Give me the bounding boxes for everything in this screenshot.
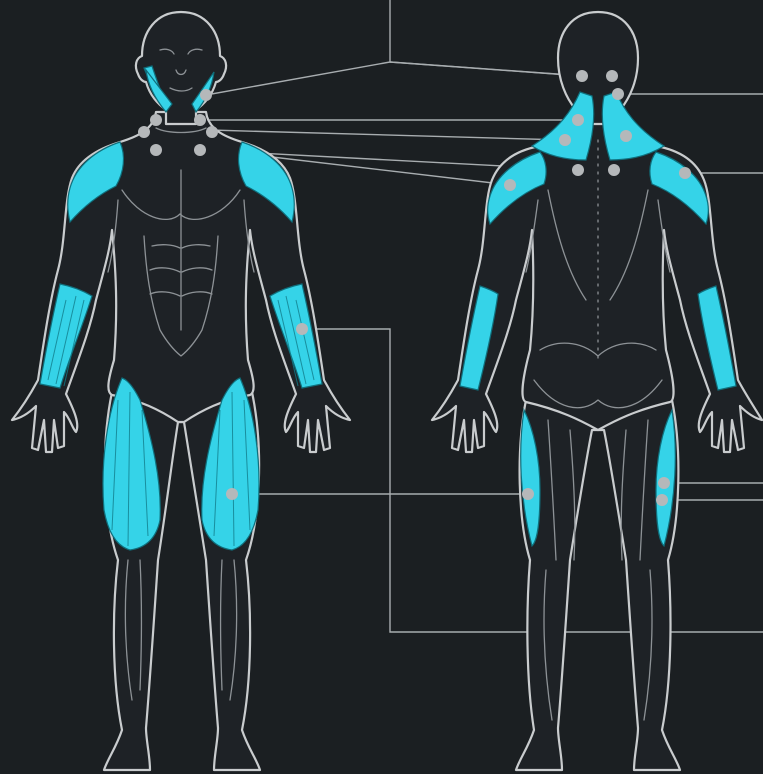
marker-front-neck	[200, 89, 212, 101]
leader-neck-link	[206, 62, 582, 95]
marker-back-trap-upper	[572, 114, 584, 126]
marker-front-neck-right	[194, 114, 206, 126]
back-head	[558, 12, 638, 124]
marker-back-neck	[612, 88, 624, 100]
leader-trap-link	[210, 130, 565, 140]
back-legs	[516, 400, 680, 770]
marker-front-trap-right	[206, 126, 218, 138]
marker-front-trap-left	[138, 126, 150, 138]
marker-back-skull-left	[576, 70, 588, 82]
marker-back-mid-left	[572, 164, 584, 176]
marker-back-trap-right	[620, 130, 632, 142]
front-figure	[12, 12, 350, 770]
back-figure	[432, 12, 762, 770]
marker-back-mid-right	[608, 164, 620, 176]
marker-front-clavicle-left	[150, 144, 162, 156]
back-trap-left-highlight	[532, 92, 594, 160]
marker-back-hamstring-right	[658, 477, 670, 489]
back-trap-right-highlight	[602, 92, 664, 160]
marker-back-hamstring-right-2	[656, 494, 668, 506]
marker-back-hamstring-left	[522, 488, 534, 500]
marker-back-shoulder-right	[679, 167, 691, 179]
marker-back-trap-left	[559, 134, 571, 146]
marker-front-forearm	[296, 323, 308, 335]
marker-front-clavicle-right	[194, 144, 206, 156]
marker-back-skull-right	[606, 70, 618, 82]
marker-back-shoulder-left	[504, 179, 516, 191]
marker-front-thigh	[226, 488, 238, 500]
marker-front-neck-left	[150, 114, 162, 126]
